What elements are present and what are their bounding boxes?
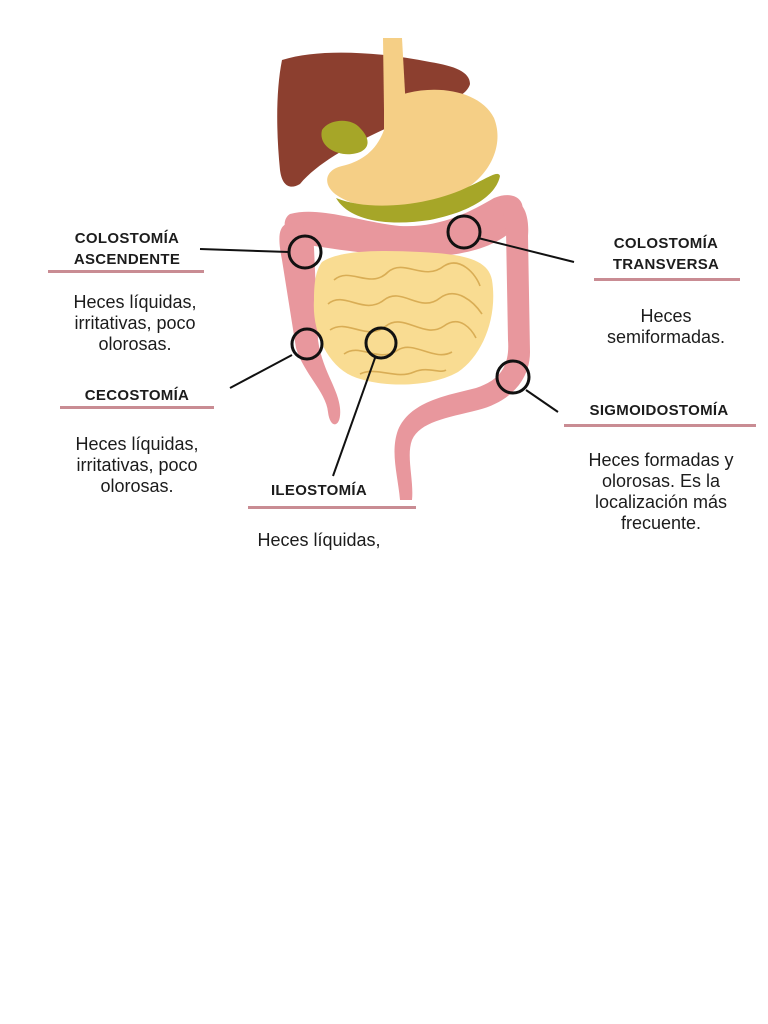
desc-cecostomia: Heces líquidas, irritativas, poco oloros… [32, 434, 242, 497]
desc-transversa-line2: semiformadas. [606, 327, 726, 347]
label-cecostomia: CECOSTOMÍA [84, 387, 190, 404]
connector-ascendente [199, 248, 290, 253]
label-ascendente-line2: ASCENDENTE [73, 251, 181, 268]
desc-cecostomia-line2: irritativas, poco [76, 455, 198, 475]
underline-ileostomia [248, 506, 416, 509]
transverse-colon [284, 195, 523, 257]
label-ascendente-line1: COLOSTOMÍA [74, 230, 180, 247]
desc-sigmoidostomia-line3: localización más [594, 492, 728, 512]
blank-page-area [0, 556, 768, 1024]
desc-ascendente-line3: olorosas. [98, 334, 172, 354]
label-transversa-line2: TRANSVERSA [612, 256, 720, 273]
small-intestine [313, 251, 494, 385]
stoma-circle-sigmoidostomia [495, 359, 531, 395]
label-transversa-line1: COLOSTOMÍA [613, 235, 719, 252]
underline-transversa [594, 278, 740, 281]
label-sigmoidostomia: SIGMOIDOSTOMÍA [589, 402, 729, 419]
desc-colostomia-ascendente: Heces líquidas, irritativas, poco oloros… [30, 292, 240, 355]
ascending-colon [279, 223, 341, 425]
connector-ileostomia [332, 357, 376, 477]
connector-cecostomia [229, 354, 293, 389]
underline-ascendente [48, 270, 204, 273]
esophagus [383, 38, 406, 110]
stomach [327, 89, 498, 208]
desc-sigmoidostomia-line2: olorosas. Es la [601, 471, 721, 491]
connector-sigmoidostomia [525, 389, 559, 413]
desc-transversa-line1: Heces [640, 306, 692, 326]
desc-ascendente-line2: irritativas, poco [74, 313, 196, 333]
desc-sigmoidostomia-line1: Heces formadas y [588, 450, 734, 470]
label-colostomia-ascendente: COLOSTOMÍA ASCENDENTE [52, 228, 202, 270]
liver [277, 52, 470, 187]
gallbladder [321, 120, 368, 155]
connector-transversa [477, 237, 575, 263]
stoma-circle-cecostomia [290, 327, 324, 361]
digestive-system-diagram [199, 38, 575, 500]
descending-colon [394, 198, 530, 500]
desc-sigmoidostomia-line4: frecuente. [620, 513, 702, 533]
desc-sigmoidostomia: Heces formadas y olorosas. Es la localiz… [558, 450, 764, 534]
desc-cecostomia-line1: Heces líquidas, [75, 434, 199, 454]
stoma-circle-transversa [446, 214, 482, 250]
small-intestine-coils [327, 262, 483, 376]
desc-ascendente-line1: Heces líquidas, [73, 292, 197, 312]
desc-ileostomia-line1: Heces líquidas, [257, 530, 381, 550]
underline-cecostomia [60, 406, 214, 409]
desc-cecostomia-line3: olorosas. [100, 476, 174, 496]
stoma-circle-ascendente [287, 234, 323, 270]
stomach-fold [336, 173, 500, 223]
desc-ileostomia: Heces líquidas, [214, 530, 424, 551]
label-ileostomia: ILEOSTOMÍA [270, 482, 368, 499]
label-colostomia-transversa: COLOSTOMÍA TRANSVERSA [596, 233, 736, 275]
underline-sigmoidostomia [564, 424, 756, 427]
desc-colostomia-transversa: Heces semiformadas. [566, 306, 766, 348]
stoma-circle-ileostomia [364, 326, 398, 360]
